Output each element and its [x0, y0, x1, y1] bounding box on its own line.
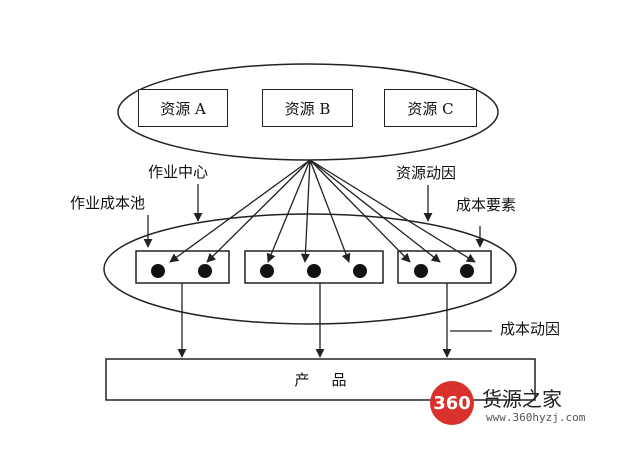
cost-dot — [460, 264, 474, 278]
watermark-title: 货源之家 — [482, 387, 562, 411]
product-label: 产品 — [294, 371, 369, 389]
activity-pool-1 — [135, 250, 230, 284]
activity-ellipse — [103, 213, 517, 325]
resource-box-b: 资源 B — [262, 89, 353, 127]
watermark-logo-badge: 360 — [430, 381, 474, 425]
cost-dot — [260, 264, 274, 278]
resource-box-a: 资源 A — [138, 89, 228, 127]
cost-driver-label: 成本动因 — [500, 320, 561, 338]
resource-driver-arrows — [169, 159, 476, 263]
activity-pool-3 — [397, 250, 492, 284]
cost-driver-arrows — [177, 283, 452, 358]
label-pointer-arrows — [143, 184, 492, 332]
resource-ellipse — [117, 63, 499, 161]
cost-dot — [198, 264, 212, 278]
cost-dot — [151, 264, 165, 278]
watermark-url: www.360hyzj.com — [486, 411, 586, 424]
cost-dot — [307, 264, 321, 278]
cost-dot — [414, 264, 428, 278]
cost-dot — [353, 264, 367, 278]
activity-center-label: 作业中心 — [148, 163, 209, 181]
cost-element-dots — [151, 264, 474, 278]
product-label-box: 产品 — [106, 359, 535, 400]
resource-driver-label: 资源动因 — [396, 164, 457, 182]
activity-cost-pool-label: 作业成本池 — [70, 194, 146, 212]
resource-box-c: 资源 C — [384, 89, 477, 127]
cost-element-label: 成本要素 — [456, 196, 517, 214]
